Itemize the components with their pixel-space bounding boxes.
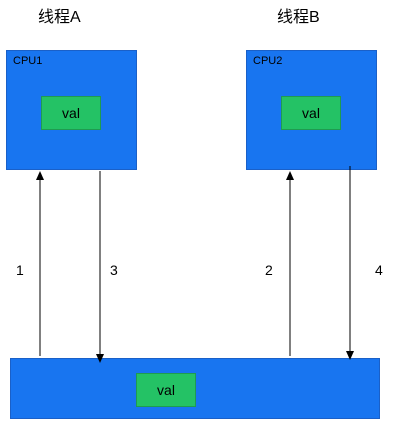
cpu1-box: CPU1 val: [6, 50, 137, 170]
step-4-label: 4: [375, 262, 383, 278]
cpu2-val-box: val: [281, 96, 341, 130]
step-2-label: 2: [265, 262, 273, 278]
cpu1-label: CPU1: [13, 55, 43, 67]
step-1-label: 1: [16, 262, 24, 278]
arrow-2-head: [286, 171, 294, 180]
cpu1-val-box: val: [41, 96, 101, 130]
thread-b-label: 线程B: [277, 9, 320, 26]
arrow-3-head: [96, 354, 104, 363]
thread-a-label: 线程A: [38, 9, 81, 26]
step-3-label: 3: [110, 262, 118, 278]
arrow-4-head: [346, 351, 354, 360]
cpu2-box: CPU2 val: [246, 50, 377, 170]
cpu2-label: CPU2: [253, 55, 283, 67]
arrow-1-head: [36, 171, 44, 180]
main-memory-bar: val: [10, 358, 380, 419]
memory-val-box: val: [136, 373, 196, 407]
